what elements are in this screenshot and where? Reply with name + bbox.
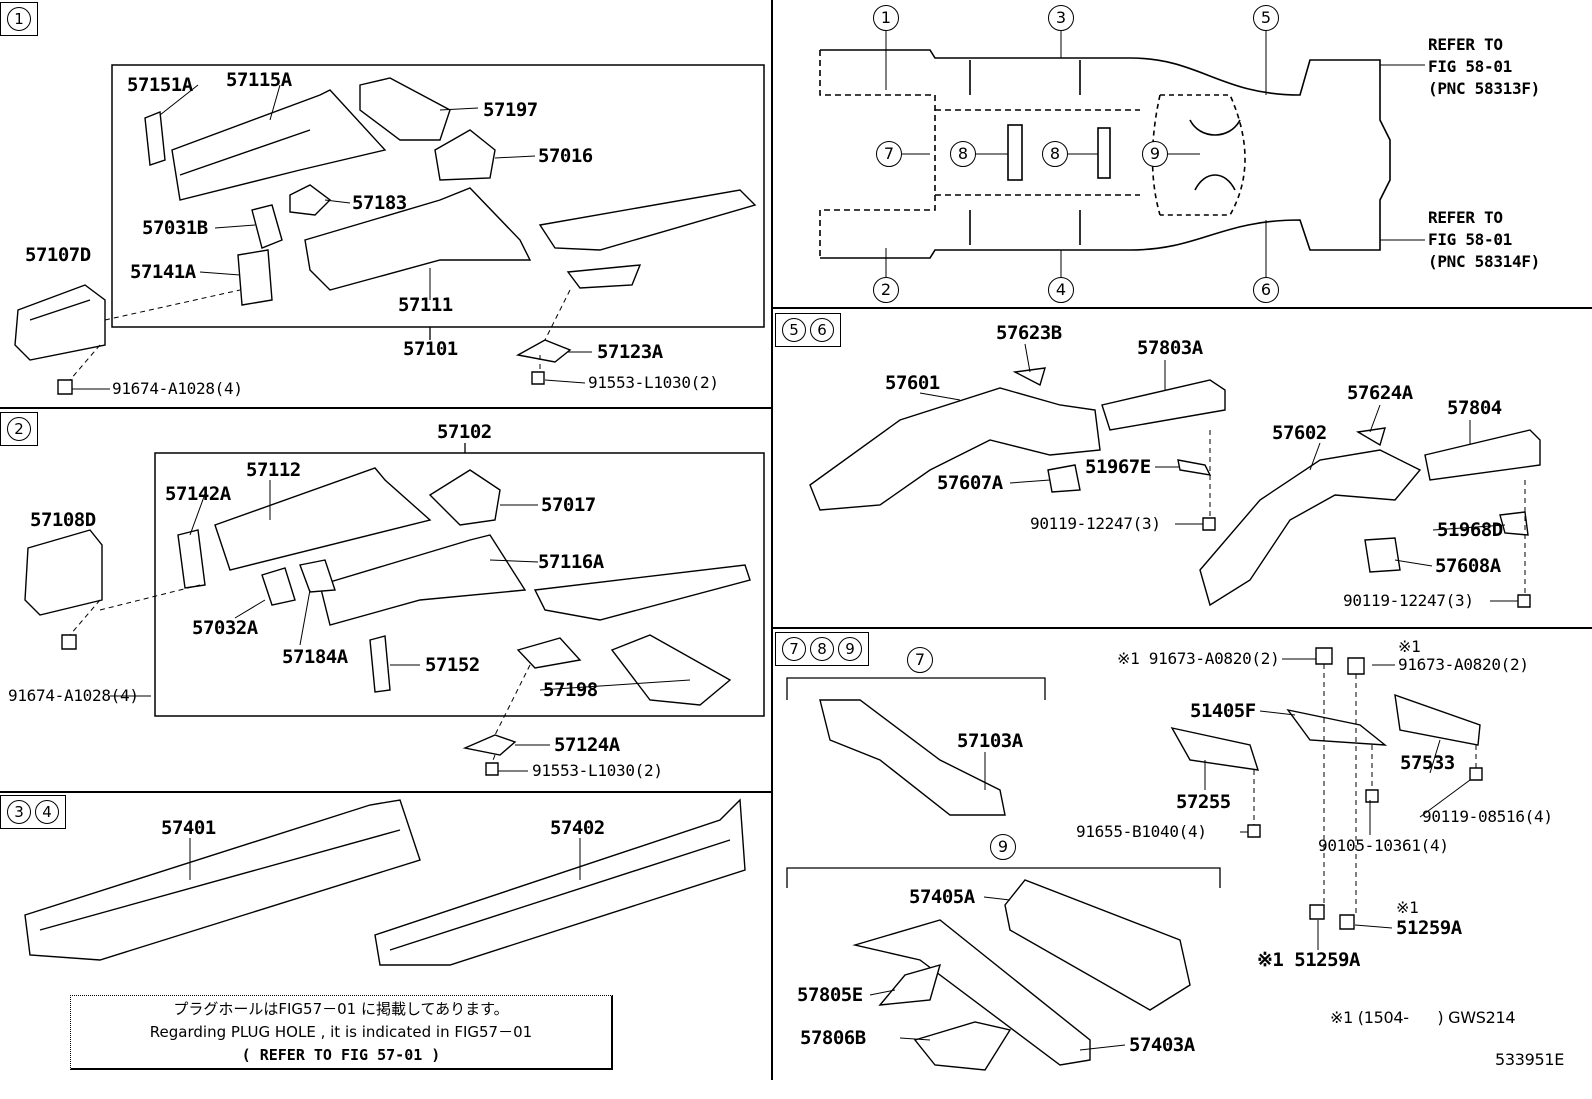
part-number-callout[interactable]: 57016 [538, 145, 593, 167]
plug-hole-note: プラグホールはFIG57－01 に掲載してあります。 Regarding PLU… [70, 995, 613, 1070]
part-number-callout[interactable]: 57112 [246, 459, 301, 481]
note-english: Regarding PLUG HOLE , it is indicated in… [149, 1023, 533, 1041]
part-number-callout[interactable]: 57805E [797, 984, 863, 1006]
part-number-callout[interactable]: 57111 [398, 294, 453, 316]
section-number: 1 [7, 7, 31, 31]
part-number-callout[interactable]: 57401 [161, 817, 216, 839]
part-number-callout[interactable]: 90119-12247(3) [1343, 591, 1474, 610]
section-number: 9 [838, 637, 862, 661]
subsection-9-marker: 9 [990, 834, 1016, 860]
part-number-callout[interactable]: ※1 (1504- ) GWS214 [1330, 1008, 1516, 1027]
part-number-callout[interactable]: 57101 [403, 338, 458, 360]
part-number-callout[interactable]: 57116A [538, 551, 604, 573]
overview-section-marker: 8 [1042, 141, 1068, 167]
part-number-callout[interactable]: 57123A [597, 341, 663, 363]
part-number-callout[interactable]: ※1 [1396, 898, 1419, 917]
part-number-callout[interactable]: 57183 [352, 192, 407, 214]
refer-to-note: REFER TO [1428, 208, 1503, 227]
note-japanese: プラグホールはFIG57－01 に掲載してあります。 [173, 1000, 509, 1018]
part-number-callout[interactable]: 57403A [1129, 1034, 1195, 1056]
part-number-callout[interactable]: 57107D [25, 244, 91, 266]
part-number-callout[interactable]: 57806B [800, 1027, 866, 1049]
part-number-callout[interactable]: 57152 [425, 654, 480, 676]
part-number-callout[interactable]: 57017 [541, 494, 596, 516]
part-number-callout[interactable]: 57124A [554, 734, 620, 756]
overview-section-marker: 8 [950, 141, 976, 167]
section-number: 3 [7, 800, 31, 824]
part-number-callout[interactable]: 57255 [1176, 791, 1231, 813]
section-1-header: 1 [0, 2, 38, 36]
part-number-callout[interactable]: 57184A [282, 646, 348, 668]
part-number-callout[interactable]: ※1 91673-A0820(2) [1117, 649, 1280, 668]
part-number-callout[interactable]: 90105-10361(4) [1318, 836, 1449, 855]
part-number-callout[interactable]: 91553-L1030(2) [588, 373, 719, 392]
refer-to-note: FIG 58-01 [1428, 230, 1512, 249]
section-number: 2 [7, 417, 31, 441]
part-number-callout[interactable]: 91553-L1030(2) [532, 761, 663, 780]
section-number: 7 [782, 637, 806, 661]
refer-to-note: (PNC 58313F) [1428, 79, 1540, 98]
overview-section-marker: 9 [1142, 141, 1168, 167]
section-number: 6 [810, 318, 834, 342]
part-number-callout[interactable]: 533951E [1495, 1050, 1565, 1069]
part-number-callout[interactable]: 57141A [130, 261, 196, 283]
part-number-callout[interactable]: 57803A [1137, 337, 1203, 359]
part-number-callout[interactable]: ※1 [1398, 637, 1421, 656]
part-number-callout[interactable]: 51968D [1437, 519, 1503, 541]
part-number-callout[interactable]: 57405A [909, 886, 975, 908]
overview-section-marker: 2 [873, 277, 899, 303]
part-number-callout[interactable]: 57197 [483, 99, 538, 121]
part-number-callout[interactable]: 57533 [1400, 752, 1455, 774]
part-number-callout[interactable]: 57142A [165, 483, 231, 505]
part-number-callout[interactable]: 57601 [885, 372, 940, 394]
section-number: 8 [810, 637, 834, 661]
subsection-7-marker: 7 [907, 647, 933, 673]
part-number-callout[interactable]: 57151A [127, 74, 193, 96]
part-number-callout[interactable]: 90119-08516(4) [1422, 807, 1553, 826]
part-number-callout[interactable]: 57198 [543, 679, 598, 701]
part-number-callout[interactable]: 57608A [1435, 555, 1501, 577]
part-number-callout[interactable]: 91655-B1040(4) [1076, 822, 1207, 841]
part-number-callout[interactable]: 91673-A0820(2) [1398, 655, 1529, 674]
part-number-callout[interactable]: 57804 [1447, 397, 1502, 419]
overview-section-marker: 4 [1048, 277, 1074, 303]
overview-section-marker: 7 [876, 141, 902, 167]
part-number-callout[interactable]: 57103A [957, 730, 1023, 752]
section-number: 5 [782, 318, 806, 342]
refer-to-note: (PNC 58314F) [1428, 252, 1540, 271]
overview-section-marker: 1 [873, 5, 899, 31]
refer-to-note: REFER TO [1428, 35, 1503, 54]
part-number-callout[interactable]: 57115A [226, 69, 292, 91]
part-number-callout[interactable]: ※1 51259A [1257, 949, 1360, 971]
part-number-callout[interactable]: 57108D [30, 509, 96, 531]
part-number-callout[interactable]: 57032A [192, 617, 258, 639]
part-number-callout[interactable]: 90119-12247(3) [1030, 514, 1161, 533]
part-number-callout[interactable]: 91674-A1028(4) [8, 686, 139, 705]
part-number-callout[interactable]: 51967E [1085, 456, 1151, 478]
part-number-callout[interactable]: 57402 [550, 817, 605, 839]
part-number-callout[interactable]: 57602 [1272, 422, 1327, 444]
part-number-callout[interactable]: 57607A [937, 472, 1003, 494]
part-number-callout[interactable]: 57624A [1347, 382, 1413, 404]
part-number-callout[interactable]: 51259A [1396, 917, 1462, 939]
part-number-callout[interactable]: 57623B [996, 322, 1062, 344]
overview-section-marker: 3 [1048, 5, 1074, 31]
section-number: 4 [35, 800, 59, 824]
note-refer: ( REFER TO FIG 57-01 ) [241, 1046, 441, 1064]
refer-to-note: FIG 58-01 [1428, 57, 1512, 76]
part-number-callout[interactable]: 91674-A1028(4) [112, 379, 243, 398]
overview-section-marker: 6 [1253, 277, 1279, 303]
section-2-header: 2 [0, 412, 38, 446]
part-number-callout[interactable]: 57102 [437, 421, 492, 443]
part-number-callout[interactable]: 57031B [142, 217, 208, 239]
overview-section-marker: 5 [1253, 5, 1279, 31]
part-number-callout[interactable]: 51405F [1190, 700, 1256, 722]
